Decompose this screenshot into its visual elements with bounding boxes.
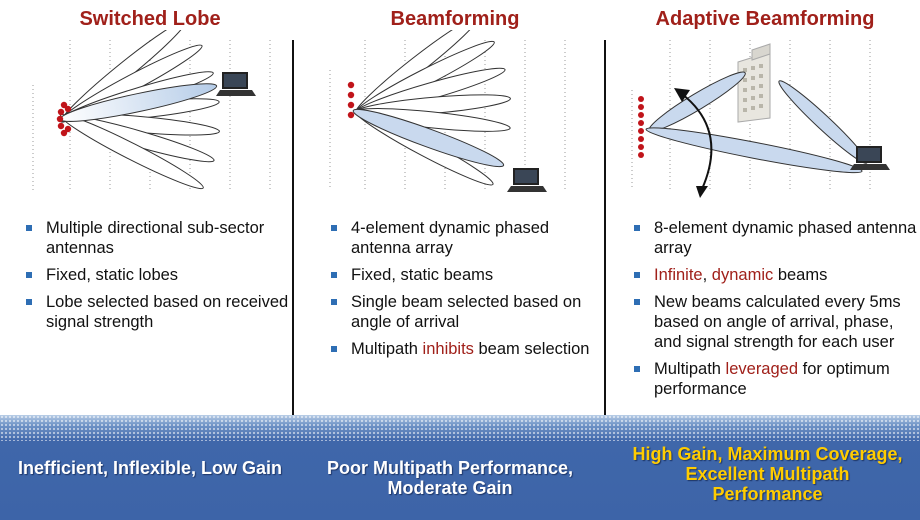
- footer-summary-adaptive-beamforming: High Gain, Maximum Coverage, Excellent M…: [632, 444, 903, 504]
- column-title: Beamforming: [390, 8, 520, 30]
- bullet-icon: [26, 299, 32, 305]
- curved-arrow-icon: [681, 93, 713, 190]
- beamforming-diagram: [329, 30, 566, 192]
- bullet-icon: [331, 346, 337, 352]
- adaptive-beamforming-diagram: [631, 40, 890, 198]
- bullet-icon: [331, 225, 337, 231]
- highlight-text: dynamic: [711, 266, 774, 284]
- antenna-element-icon: [347, 81, 355, 119]
- antenna-element-icon: [56, 101, 72, 137]
- bullet-icon: [331, 272, 337, 278]
- lobes: [354, 30, 511, 186]
- adaptive-beams: [645, 71, 868, 174]
- bullet-icon: [634, 366, 640, 372]
- column-title: Adaptive Beamforming: [655, 8, 875, 30]
- feature-list: 8-element dynamic phased antenna array I…: [634, 218, 920, 406]
- list-item: Infinite, dynamic beams: [634, 265, 920, 285]
- bullet-icon: [26, 225, 32, 231]
- arrowhead-up-icon: [674, 88, 690, 102]
- list-item: Multipath inhibits beam selection: [331, 339, 605, 359]
- antenna-element-icon: [638, 96, 644, 158]
- bullet-icon: [331, 299, 337, 305]
- list-item: Lobe selected based on received signal s…: [26, 292, 300, 332]
- column-switched-lobe: Switched Lobe: [0, 0, 300, 415]
- column-divider: [604, 40, 606, 418]
- column-title: Switched Lobe: [79, 8, 221, 30]
- highlight-text: inhibits: [422, 340, 474, 358]
- column-adaptive-beamforming: Adaptive Beamforming: [610, 0, 920, 415]
- building-icon: [737, 43, 771, 123]
- feature-list: 4-element dynamic phased antenna array F…: [331, 218, 605, 366]
- list-item: 8-element dynamic phased antenna array: [634, 218, 920, 258]
- feature-list: Multiple directional sub-sector antennas…: [26, 218, 300, 339]
- highlight-text: leveraged: [725, 360, 799, 378]
- laptop-icon: [850, 146, 890, 170]
- bullet-icon: [634, 272, 640, 278]
- selected-beam: [352, 108, 505, 168]
- list-item: Fixed, static lobes: [26, 265, 300, 285]
- footer-summary-switched-lobe: Inefficient, Inflexible, Low Gain: [17, 458, 283, 478]
- list-item: Multipath leveraged for optimum performa…: [634, 359, 920, 399]
- bullet-icon: [634, 299, 640, 305]
- arrowhead-down-icon: [696, 186, 708, 198]
- highlight-text: Infinite: [654, 266, 703, 284]
- column-divider: [292, 40, 294, 418]
- summary-band: [0, 415, 920, 520]
- list-item: Multiple directional sub-sector antennas: [26, 218, 300, 258]
- column-beamforming: Beamforming 4-element dynamic phased: [305, 0, 605, 415]
- laptop-icon: [216, 72, 256, 96]
- list-item: 4-element dynamic phased antenna array: [331, 218, 605, 258]
- bullet-icon: [26, 272, 32, 278]
- switched-lobe-diagram: [32, 30, 271, 190]
- bullet-icon: [634, 225, 640, 231]
- list-item: New beams calculated every 5ms based on …: [634, 292, 920, 352]
- list-item: Single beam selected based on angle of a…: [331, 292, 605, 332]
- footer-summary-beamforming: Poor Multipath Performance, Moderate Gai…: [326, 458, 574, 498]
- list-item: Fixed, static beams: [331, 265, 605, 285]
- laptop-icon: [507, 168, 547, 192]
